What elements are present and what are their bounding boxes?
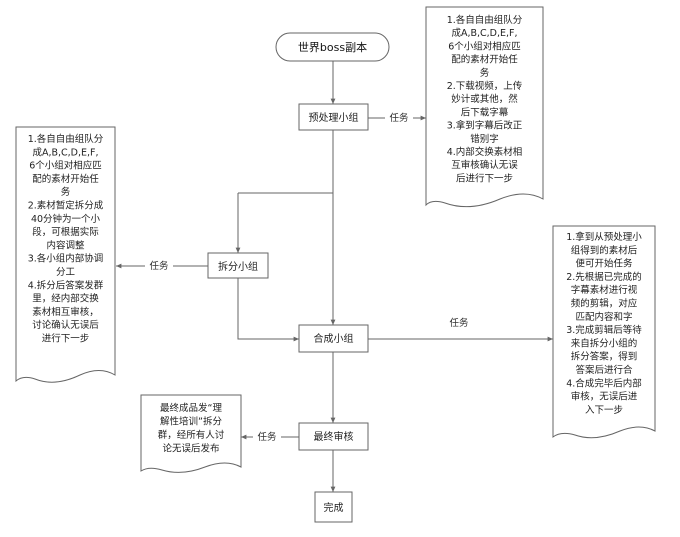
node-review: 最终审核 [298,422,369,451]
note-compose-line: 拆分答案，得到 [571,351,638,363]
note-split-line: 成A,B,C,D,E,F, [32,146,98,158]
note-split-line: 务 [61,186,71,198]
node-start: 世界boss副本 [275,32,390,62]
node-preprocess: 预处理小组 [298,103,369,131]
edge-labels: 任务 任务 任务 任务 [145,110,469,444]
note-preprocess-text: 1.各自自由组队分成A,B,C,D,E,F,6个小组对相应匹配的素材开始任务2.… [447,14,523,184]
note-split-line: 3.各小组内部协调 [28,253,104,265]
note-split-line: 进行下一步 [42,333,90,345]
note-preprocess: 1.各自自由组队分成A,B,C,D,E,F,6个小组对相应匹配的素材开始任务2.… [425,6,544,208]
note-compose-line: 3.完成剪辑后等待 [566,324,642,336]
note-compose: 1.拿到从预处理小组得到的素材后便可开始任务2.先根据已完成的字幕素材进行视频的… [552,225,656,439]
note-review-line: 群，经所有人讨 [158,429,225,441]
note-preprocess-line: 1.各自自由组队分 [447,14,523,26]
note-preprocess-line: 互审核确认无误 [451,159,518,171]
note-split-line: 1.各自自由组队分 [28,133,104,145]
note-split-line: 4.拆分后答案发群 [28,279,104,291]
note-review-line: 最终成品发“理 [160,402,222,414]
note-compose-line: 频的剪辑，对应 [571,298,638,310]
note-compose-line: 答案后进行合 [575,364,633,376]
node-compose-label: 合成小组 [314,332,354,345]
note-preprocess-line: 妙计或其他，然 [451,93,518,105]
note-split-line: 素材相互审核， [32,306,99,318]
node-split: 拆分小组 [207,252,269,279]
note-split-line: 分工 [56,267,76,278]
note-compose-line: 字幕素材进行视 [571,284,638,296]
note-split-line: 配的素材开始任 [32,173,99,185]
note-compose-line: 审核，无误后进 [571,391,638,403]
node-preprocess-label: 预处理小组 [309,111,359,124]
note-preprocess-line: 错别字 [470,133,499,145]
note-split-line: 6个小组对相应匹 [29,160,102,172]
note-review-line: 论无误后发布 [162,443,219,455]
note-preprocess-line: 务 [480,67,490,79]
edge-label-review-task: 任务 [257,431,277,443]
note-compose-text: 1.拿到从预处理小组得到的素材后便可开始任务2.先根据已完成的字幕素材进行视频的… [566,231,642,416]
note-preprocess-line: 配的素材开始任 [451,54,518,66]
node-done-label: 完成 [324,501,344,514]
note-preprocess-line: 6个小组对相应匹 [448,40,521,52]
note-preprocess-line: 后进行下一步 [456,172,513,184]
edge-label-split-task: 任务 [149,260,169,272]
note-preprocess-line: 2.下载视频，上传 [447,80,523,92]
node-compose: 合成小组 [298,324,369,353]
note-compose-line: 2.先根据已完成的 [566,271,642,283]
note-split-line: 讨论确认无误后 [32,319,99,331]
note-compose-line: 来自拆分小组的 [571,337,638,349]
edge-split-to-compose [237,278,299,342]
note-compose-line: 匹配内容和字 [575,311,632,323]
note-compose-line: 便可开始任务 [575,258,633,270]
node-split-label: 拆分小组 [218,260,258,273]
note-compose-line: 4.合成完毕后内部 [566,377,642,389]
note-split-line: 里，经内部交换 [32,293,99,305]
note-compose-line: 入下一步 [585,405,623,416]
note-preprocess-line: 3.拿到字幕后改正 [447,120,523,132]
note-split-line: 40分钟为一个小 [31,213,101,225]
edge-label-preprocess-task: 任务 [389,112,409,124]
node-start-label: 世界boss副本 [298,40,367,54]
note-preprocess-line: 4.内部交换素材相 [447,146,523,158]
note-compose-line: 1.拿到从预处理小 [566,231,642,243]
node-done: 完成 [314,491,353,523]
note-preprocess-line: 后下载字幕 [461,106,509,118]
note-compose-line: 组得到的素材后 [571,244,638,256]
node-review-label: 最终审核 [314,430,354,443]
note-split-line: 内容调整 [46,239,85,251]
edge-label-compose-task: 任务 [449,317,469,329]
note-split-line: 2.素材暂定拆分成 [28,200,104,212]
note-preprocess-line: 成A,B,C,D,E,F, [451,27,517,39]
note-review-line: 解性培训”拆分 [160,416,222,428]
note-split-line: 段，可根据实际 [32,226,99,238]
